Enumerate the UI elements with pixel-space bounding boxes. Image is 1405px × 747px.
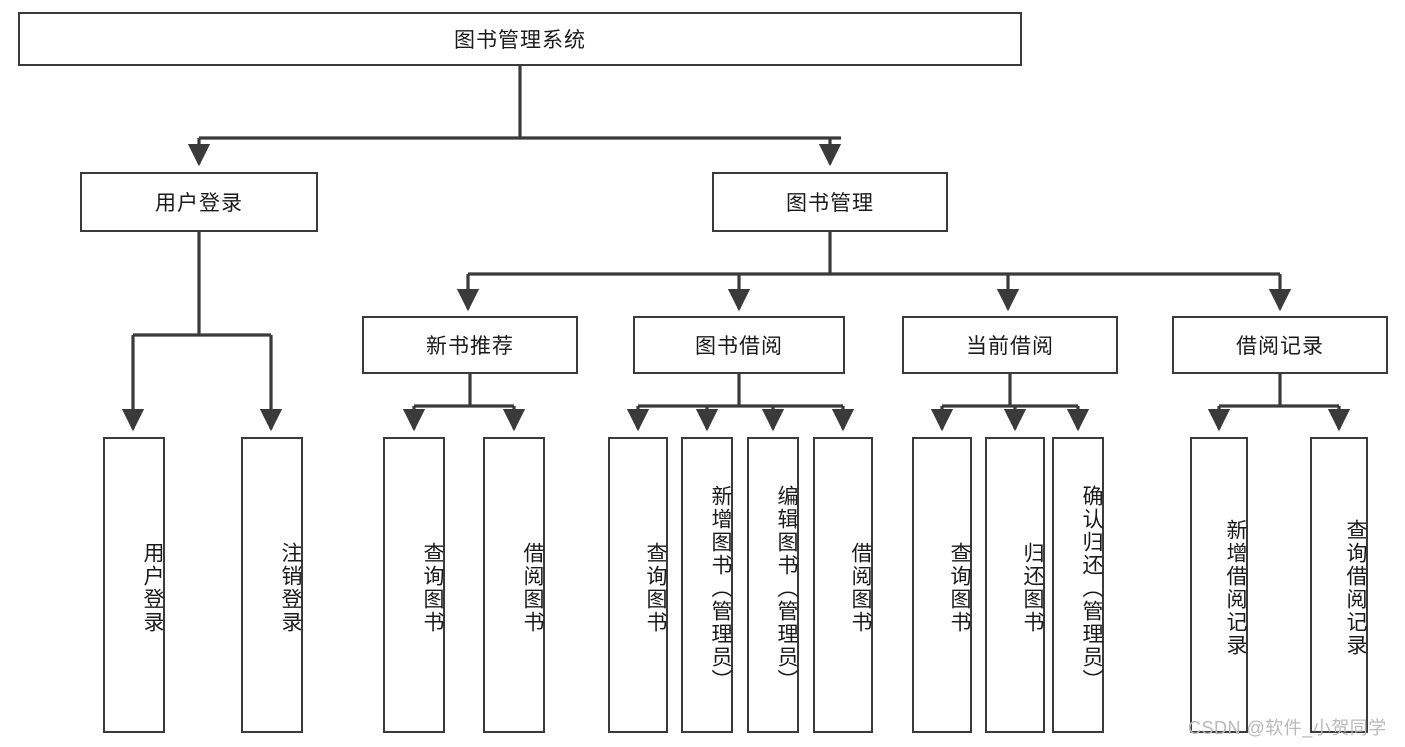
node-leaf-add-book[interactable]: 新增图书（管理员）	[681, 437, 733, 733]
node-current-borrow[interactable]: 当前借阅	[902, 316, 1118, 374]
node-leaf-add-record[interactable]: 新增借阅记录	[1190, 437, 1248, 733]
node-leaf-borrow-book-1-label: 借阅图书	[521, 542, 544, 634]
node-borrow-records[interactable]: 借阅记录	[1172, 316, 1388, 374]
node-leaf-query-record-label: 查询借阅记录	[1344, 519, 1367, 657]
node-root[interactable]: 图书管理系统	[18, 12, 1022, 66]
node-leaf-add-book-label: 新增图书（管理员）	[709, 484, 732, 692]
node-book-management-label: 图书管理	[786, 192, 874, 215]
node-leaf-borrow-book-2-label: 借阅图书	[849, 542, 872, 634]
node-leaf-query-record[interactable]: 查询借阅记录	[1310, 437, 1368, 733]
node-leaf-query-book-3-label: 查询图书	[948, 542, 971, 634]
node-leaf-query-book-1[interactable]: 查询图书	[383, 437, 445, 733]
node-leaf-borrow-book-1[interactable]: 借阅图书	[483, 437, 545, 733]
node-current-borrow-label: 当前借阅	[966, 335, 1054, 358]
node-leaf-user-login-label: 用户登录	[141, 542, 164, 634]
node-book-borrow[interactable]: 图书借阅	[633, 316, 845, 374]
node-root-label: 图书管理系统	[454, 29, 586, 52]
node-leaf-return-book-label: 归还图书	[1021, 542, 1044, 634]
node-leaf-logout[interactable]: 注销登录	[241, 437, 303, 733]
node-leaf-confirm-return[interactable]: 确认归还（管理员）	[1052, 437, 1104, 733]
node-leaf-confirm-return-label: 确认归还（管理员）	[1080, 484, 1103, 692]
node-leaf-logout-label: 注销登录	[279, 542, 302, 634]
node-new-book-recommend[interactable]: 新书推荐	[362, 316, 578, 374]
node-leaf-add-record-label: 新增借阅记录	[1224, 519, 1247, 657]
node-leaf-edit-book[interactable]: 编辑图书（管理员）	[747, 437, 799, 733]
node-leaf-user-login[interactable]: 用户登录	[103, 437, 165, 733]
node-user-login[interactable]: 用户登录	[80, 172, 318, 232]
node-new-book-recommend-label: 新书推荐	[426, 335, 514, 358]
node-leaf-return-book[interactable]: 归还图书	[985, 437, 1045, 733]
node-leaf-query-book-2-label: 查询图书	[644, 542, 667, 634]
node-borrow-records-label: 借阅记录	[1236, 335, 1324, 358]
node-leaf-borrow-book-2[interactable]: 借阅图书	[813, 437, 873, 733]
node-book-borrow-label: 图书借阅	[695, 335, 783, 358]
node-book-management[interactable]: 图书管理	[712, 172, 948, 232]
node-leaf-query-book-2[interactable]: 查询图书	[608, 437, 668, 733]
node-leaf-edit-book-label: 编辑图书（管理员）	[775, 484, 798, 692]
node-leaf-query-book-3[interactable]: 查询图书	[912, 437, 972, 733]
node-leaf-query-book-1-label: 查询图书	[421, 542, 444, 634]
watermark: CSDN @软件_小贺同学	[1188, 718, 1387, 738]
node-user-login-label: 用户登录	[155, 192, 243, 215]
